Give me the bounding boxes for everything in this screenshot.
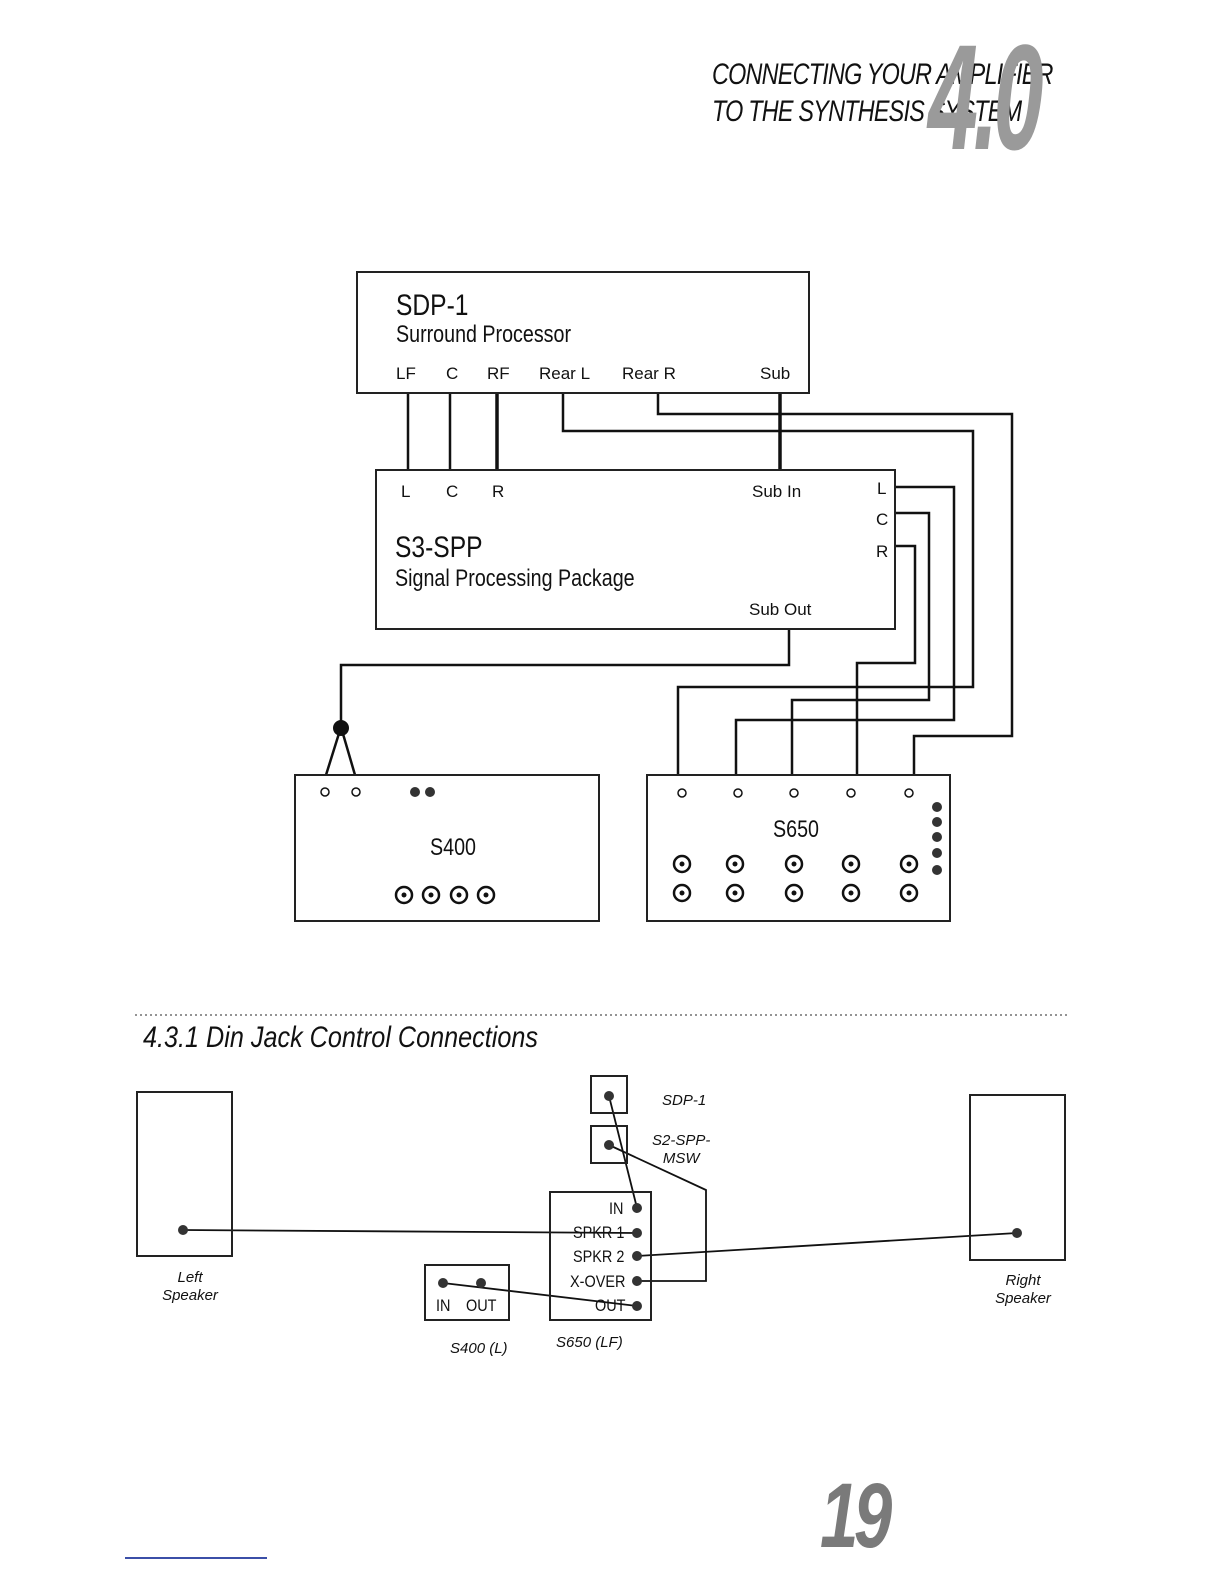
s650-box: S650 [646,774,951,922]
s3spp-out-l: L [877,479,887,498]
s650-name: S650 [773,816,819,843]
s3spp-sub-out: Sub Out [749,600,812,619]
s650-jack-spkr2: SPKR 2 [573,1247,625,1266]
wire-spp-c [790,511,931,775]
s400-jacks [320,787,496,905]
s2spp-din-box [590,1125,628,1164]
footer-rule [125,1557,267,1559]
left-speaker-jack [178,1225,188,1235]
wire-rear-r [656,393,1014,775]
sdp1-out-lf: LF [396,364,416,383]
left-speaker-label: Left Speaker [162,1269,218,1304]
wire-s400-out [442,1282,638,1307]
sdp1-out-sub: Sub [760,364,791,383]
chapter-number: 4.0 [928,13,1044,181]
wire-right-speaker [636,1232,1018,1257]
s650-jack-out: OUT [595,1296,626,1315]
right-speaker-label: Right Speaker [995,1272,1051,1307]
sdp1-subtitle: Surround Processor [396,321,572,348]
s2spp-din-jack [604,1140,614,1150]
sdp1-out-rear-r: Rear R [622,364,676,383]
s650-din-label: S650 (LF) [556,1334,623,1351]
page-number: 19 [820,1465,892,1567]
s650-jacks [672,788,942,903]
s400-name: S400 [430,834,476,861]
s2spp-din-label: S2-SPP- MSW [652,1132,711,1167]
sdp1-din-label: SDP-1 [662,1092,707,1109]
sdp1-box: SDP-1 Surround Processor LF C RF Rear L … [356,271,810,394]
s650-din-panel: IN SPKR 1 SPKR 2 X-OVER OUT [549,1191,652,1321]
s3spp-in-r: R [492,482,505,501]
s400-jack-out: OUT [466,1296,497,1315]
s3spp-in-c: C [446,482,459,501]
sdp1-out-c: C [446,364,459,383]
s400-box: S400 [294,774,600,922]
s3spp-subtitle: Signal Processing Package [395,565,635,592]
section-title: 4.3.1 Din Jack Control Connections [143,1021,539,1054]
s650-jack-spkr1: SPKR 1 [573,1223,625,1242]
left-speaker-box [136,1091,233,1257]
s650-jack-in: IN [609,1199,624,1218]
s3spp-out-r: R [876,542,889,561]
s3spp-name: S3-SPP [395,531,483,564]
wire-sub-out [339,629,791,727]
s650-jack-xover: X-OVER [570,1272,626,1291]
s3spp-box: L C R Sub In L C R S3-SPP Signal Process… [375,469,896,630]
wire-spp-r [855,544,917,775]
s3spp-in-l: L [401,482,411,501]
wire-rear-l [561,393,975,775]
sdp1-din-jack [604,1091,614,1101]
header-title-line1: CONNECTING YOUR AMPLIFIER [712,58,1053,91]
wire-s2spp-xover [608,1144,707,1282]
right-speaker-box [969,1094,1066,1261]
splitter-node [333,720,349,736]
s3spp-out-c: C [876,510,889,529]
s3spp-sub-in: Sub In [752,482,802,501]
sdp1-din-box [590,1075,628,1114]
wire-left-speaker [182,1229,638,1234]
header-title-line2: TO THE SYNTHESIS SYSTEM [712,95,1022,128]
right-speaker-jack [1012,1228,1022,1238]
s400-din-label: S400 (L) [450,1340,508,1357]
sdp1-out-rf: RF [487,364,510,383]
wire-spp-l [734,485,956,775]
sdp1-out-rear-l: Rear L [539,364,591,383]
sdp1-name: SDP-1 [396,289,469,322]
s400-jack-in: IN [436,1296,451,1315]
s400-din-panel: IN OUT [424,1264,510,1321]
